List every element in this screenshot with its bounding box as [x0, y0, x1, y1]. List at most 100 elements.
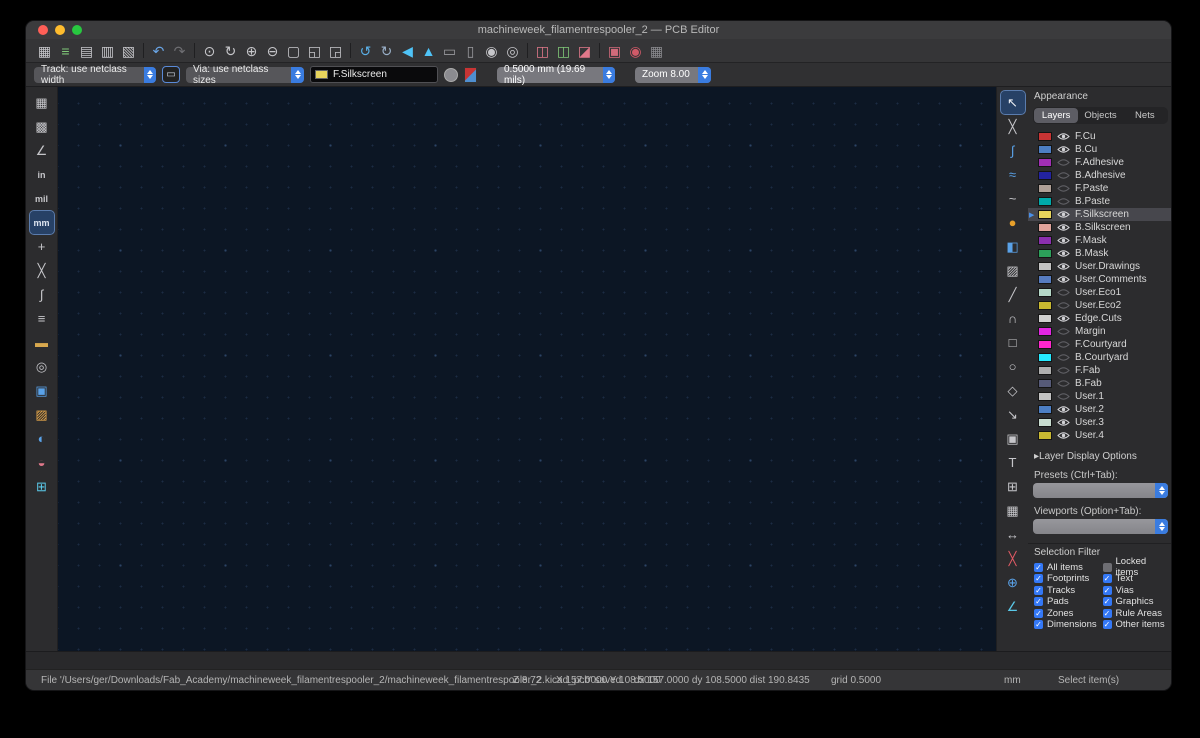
tab-layers[interactable]: Layers: [1034, 108, 1078, 123]
group-icon[interactable]: ▭: [439, 41, 460, 61]
filter-tracks[interactable]: ✓Tracks: [1034, 585, 1103, 596]
curved-ratsnest-icon[interactable]: ∫: [30, 283, 54, 306]
layer-color-swatch[interactable]: [1038, 145, 1052, 154]
eye-visible-icon[interactable]: [1057, 314, 1070, 323]
zone-outline-icon[interactable]: ▨: [30, 403, 54, 426]
layer-color-swatch[interactable]: [1038, 236, 1052, 245]
show-grid-icon[interactable]: ▦: [30, 91, 54, 114]
drc-icon[interactable]: ◉: [625, 41, 646, 61]
layer-row-f-cu[interactable]: F.Cu: [1028, 130, 1172, 143]
checkbox-icon[interactable]: ✓: [1103, 574, 1112, 583]
zoom-window-icon[interactable]: [72, 25, 82, 35]
layer-row-f-fab[interactable]: F.Fab: [1028, 364, 1172, 377]
update-pcb-icon[interactable]: ▣: [604, 41, 625, 61]
eye-visible-icon[interactable]: [1057, 132, 1070, 141]
checkbox-icon[interactable]: ✓: [1034, 620, 1043, 629]
traffic-lights[interactable]: [38, 25, 82, 35]
layer-color-swatch[interactable]: [1038, 366, 1052, 375]
checkbox-icon[interactable]: ✓: [1034, 574, 1043, 583]
layer-color-swatch[interactable]: [1038, 392, 1052, 401]
eye-hidden-icon[interactable]: [1057, 392, 1070, 401]
diff-pair-icon[interactable]: ≈: [1001, 163, 1025, 186]
filter-locked-items[interactable]: Locked items: [1103, 562, 1172, 573]
checkbox-icon[interactable]: ✓: [1034, 597, 1043, 606]
grid-select[interactable]: 0.5000 mm (19.69 mils): [497, 67, 615, 83]
image-icon[interactable]: ▣: [1001, 427, 1025, 450]
polar-coordinates-icon[interactable]: ∠: [30, 139, 54, 162]
layer-color-swatch[interactable]: [1038, 184, 1052, 193]
layer-row-user-4[interactable]: User.4: [1028, 429, 1172, 442]
polygon-icon[interactable]: ◇: [1001, 379, 1025, 402]
layer-color-swatch[interactable]: [1038, 301, 1052, 310]
flip-horizontal-icon[interactable]: ◀: [397, 41, 418, 61]
eye-hidden-icon[interactable]: [1057, 184, 1070, 193]
net-names-icon[interactable]: ≡: [30, 307, 54, 330]
layer-color-swatch[interactable]: [1038, 275, 1052, 284]
eye-hidden-icon[interactable]: [1057, 171, 1070, 180]
pad-outline-icon[interactable]: ▣: [30, 379, 54, 402]
footprint-properties-icon[interactable]: ◪: [574, 41, 595, 61]
track-width-edit-button[interactable]: ▭: [162, 66, 180, 83]
footprint-update-icon[interactable]: ◫: [553, 41, 574, 61]
titlebar[interactable]: machineweek_filamentrespooler_2 — PCB Ed…: [26, 21, 1171, 39]
eye-hidden-icon[interactable]: [1057, 353, 1070, 362]
line-icon[interactable]: ╱: [1001, 283, 1025, 306]
eye-hidden-icon[interactable]: [1057, 327, 1070, 336]
unlock-icon[interactable]: ◎: [502, 41, 523, 61]
checkbox-icon[interactable]: ✓: [1034, 609, 1043, 618]
layer-row-b-adhesive[interactable]: B.Adhesive: [1028, 169, 1172, 182]
via-icon[interactable]: ●: [1001, 211, 1025, 234]
undo-icon[interactable]: ↶: [148, 41, 169, 61]
checkbox-icon[interactable]: ✓: [1103, 620, 1112, 629]
save-icon[interactable]: ▦: [34, 41, 55, 61]
zoom-in-icon[interactable]: ⊕: [241, 41, 262, 61]
layer-color-swatch[interactable]: [1038, 223, 1052, 232]
layer-color-swatch[interactable]: [1038, 327, 1052, 336]
layer-color-swatch[interactable]: [1038, 418, 1052, 427]
delete-tool-icon[interactable]: ╳: [1001, 547, 1025, 570]
layer-row-f-paste[interactable]: F.Paste: [1028, 182, 1172, 195]
layer-color-swatch[interactable]: [1038, 171, 1052, 180]
layer-pair-button[interactable]: [444, 68, 458, 82]
layer-row-b-paste[interactable]: B.Paste: [1028, 195, 1172, 208]
eye-hidden-icon[interactable]: [1057, 158, 1070, 167]
high-contrast-icon[interactable]: ◐: [30, 427, 54, 450]
checkbox-icon[interactable]: ✓: [1103, 586, 1112, 595]
eye-visible-icon[interactable]: [1057, 145, 1070, 154]
filter-pads[interactable]: ✓Pads: [1034, 597, 1103, 608]
track-width-select[interactable]: Track: use netclass width: [34, 67, 156, 83]
checkbox-icon[interactable]: [1103, 563, 1112, 572]
eye-visible-icon[interactable]: [1057, 418, 1070, 427]
measure-icon[interactable]: ∠: [1001, 595, 1025, 618]
checkbox-icon[interactable]: ✓: [1103, 597, 1112, 606]
checkbox-icon[interactable]: ✓: [1034, 586, 1043, 595]
print-icon[interactable]: ▥: [97, 41, 118, 61]
eye-visible-icon[interactable]: [1057, 210, 1070, 219]
filter-text[interactable]: ✓Text: [1103, 574, 1172, 585]
select-tool-icon[interactable]: ↖: [1001, 91, 1025, 114]
layer-color-swatch[interactable]: [1038, 353, 1052, 362]
eye-visible-icon[interactable]: [1057, 262, 1070, 271]
find-icon[interactable]: ⊙: [199, 41, 220, 61]
layer-row-margin[interactable]: Margin: [1028, 325, 1172, 338]
presets-select[interactable]: [1033, 483, 1168, 498]
rotate-ccw-icon[interactable]: ↺: [355, 41, 376, 61]
layer-row-b-courtyard[interactable]: B.Courtyard: [1028, 351, 1172, 364]
filter-rule-areas[interactable]: ✓Rule Areas: [1103, 608, 1172, 619]
layer-row-user-eco2[interactable]: User.Eco2: [1028, 299, 1172, 312]
text-icon[interactable]: T: [1001, 451, 1025, 474]
rectangle-icon[interactable]: □: [1001, 331, 1025, 354]
layer-color-swatch[interactable]: [1038, 262, 1052, 271]
layer-row-user-1[interactable]: User.1: [1028, 390, 1172, 403]
layer-color-swatch[interactable]: [1038, 379, 1052, 388]
filter-all-items[interactable]: ✓All items: [1034, 562, 1103, 573]
zoom-selection-icon[interactable]: ◲: [325, 41, 346, 61]
eye-visible-icon[interactable]: [1057, 431, 1070, 440]
scripting-console-icon[interactable]: ▦: [646, 41, 667, 61]
layer-row-b-silkscreen[interactable]: B.Silkscreen: [1028, 221, 1172, 234]
flip-vertical-icon[interactable]: ▲: [418, 41, 439, 61]
tab-nets[interactable]: Nets: [1123, 108, 1167, 123]
lock-icon[interactable]: ◉: [481, 41, 502, 61]
layer-color-swatch[interactable]: [1038, 314, 1052, 323]
layer-row-user-2[interactable]: User.2: [1028, 403, 1172, 416]
